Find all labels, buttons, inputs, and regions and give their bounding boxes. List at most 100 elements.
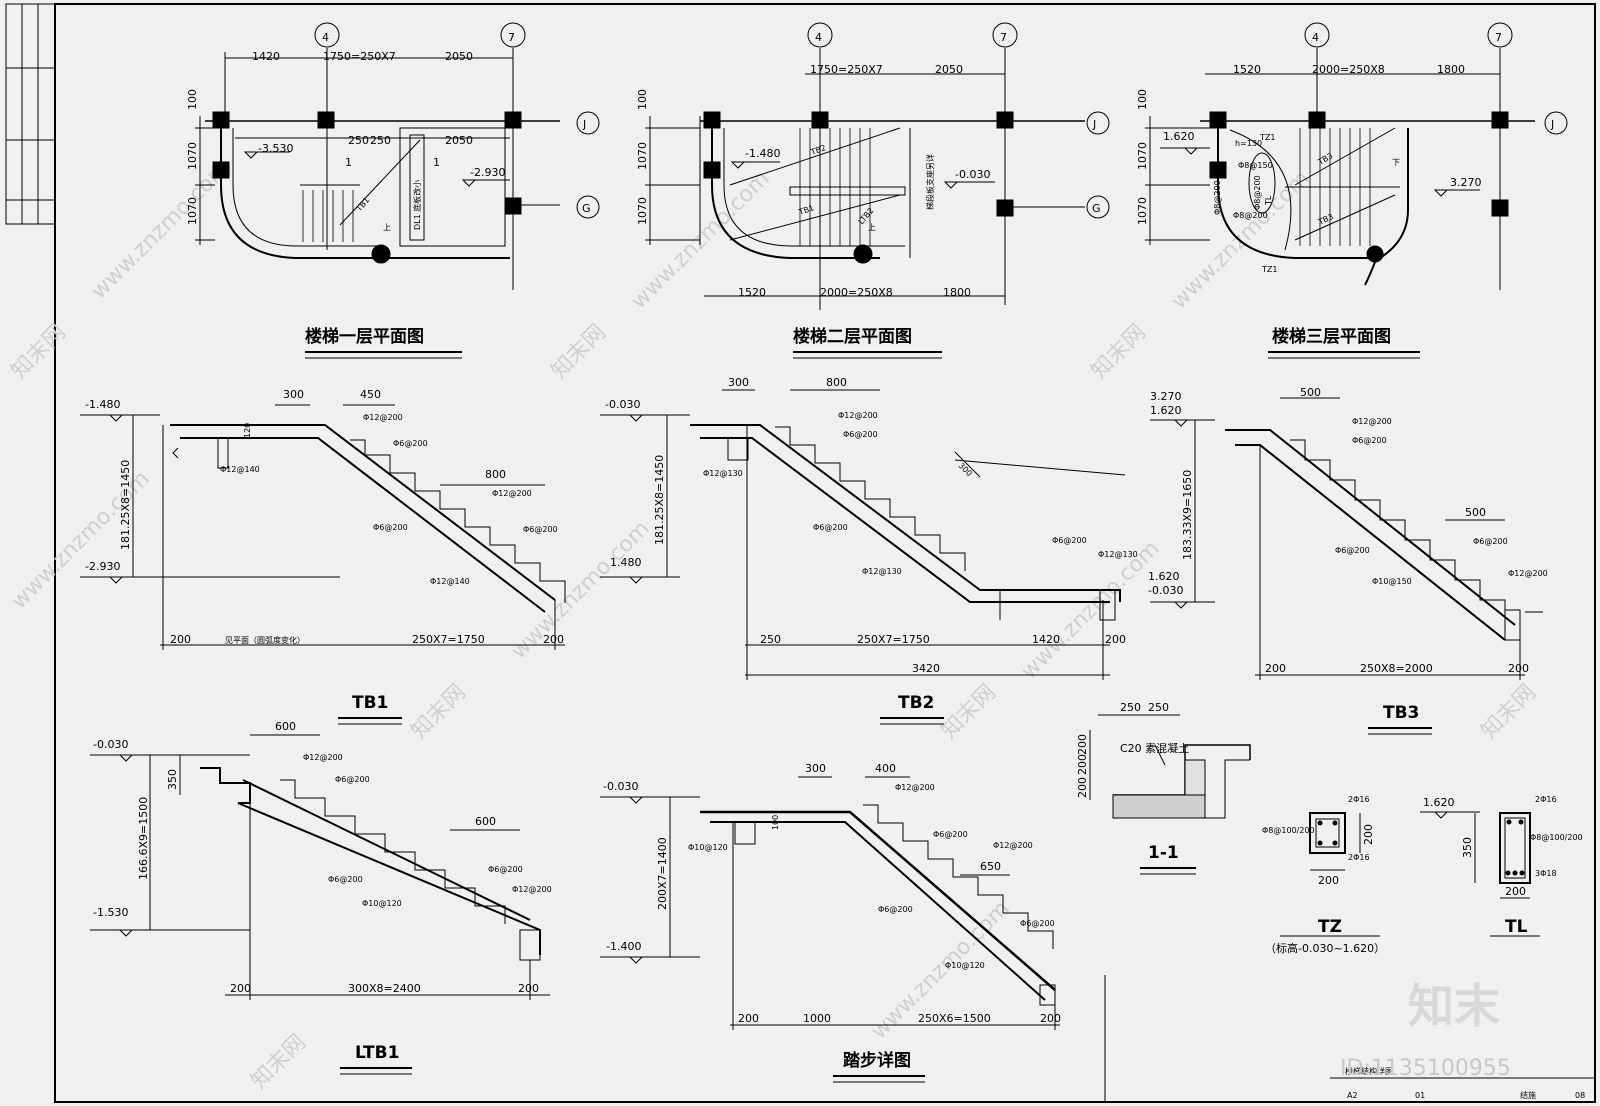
dim-label: 1070 xyxy=(1136,197,1149,225)
watermark-brand: 知末网 xyxy=(1087,320,1151,384)
section-title: TB1 xyxy=(352,693,388,713)
watermark-id: ID:1135100955 xyxy=(1340,1056,1511,1081)
dim-label: 200 xyxy=(1105,633,1126,646)
dim-label: 400 xyxy=(875,762,896,775)
member-label: TL xyxy=(1264,195,1273,206)
rebar-label: Φ8@200 xyxy=(1213,180,1222,215)
axis-4-label: 4 xyxy=(815,31,822,44)
dim-label: 350 xyxy=(166,769,179,790)
watermark-site: www.znzmo.com xyxy=(87,156,235,304)
sheet-frame xyxy=(5,3,1596,1103)
detail-tz xyxy=(1309,812,1361,871)
dim-label: 2000=250X8 xyxy=(1312,63,1385,76)
rebar-label: Φ12@200 xyxy=(838,411,878,420)
axis-g-label: G xyxy=(1092,202,1101,215)
sheet-size: A2 xyxy=(1347,1091,1358,1100)
dim-label: 200 xyxy=(738,1012,759,1025)
rebar-label: Φ6@200 xyxy=(1335,546,1370,555)
rebar-label: 3Φ18 xyxy=(1535,869,1557,878)
rebar-label: Φ6@200 xyxy=(813,523,848,532)
level-label: -0.030 xyxy=(955,168,990,181)
dim-label: 200 xyxy=(1318,874,1339,887)
rebar-label: Φ12@200 xyxy=(895,783,935,792)
dim-label: 1000 xyxy=(803,1012,831,1025)
level-label: 1.620 xyxy=(1163,130,1195,143)
axis-4-label: 4 xyxy=(322,31,329,44)
concrete-note: C20 素混凝土 xyxy=(1120,741,1189,755)
rebar-label: Φ12@200 xyxy=(1508,569,1548,578)
dim-label: 200 xyxy=(1076,754,1089,775)
dim-label: 1070 xyxy=(186,197,199,225)
detail-title: 1-1 xyxy=(1148,843,1179,863)
rebar-label: Φ12@130 xyxy=(1098,550,1138,559)
dim-label: 2050 xyxy=(445,134,473,147)
dim-label: 600 xyxy=(275,720,296,733)
dim-label: 200 xyxy=(170,633,191,646)
level-label: -1.530 xyxy=(93,906,128,919)
level-label: -1.400 xyxy=(606,940,641,953)
section-title: 踏步详图 xyxy=(843,1050,911,1071)
level-label: -0.030 xyxy=(603,780,638,793)
dim-label: 250 xyxy=(370,134,391,147)
dim-label: 1520 xyxy=(1233,63,1261,76)
direction-label: 上 xyxy=(868,223,876,232)
slope-label: 1 xyxy=(345,156,352,169)
total-dim: 3420 xyxy=(912,662,940,675)
rebar-label: Φ6@200 xyxy=(488,865,523,874)
dim-label: 300 xyxy=(283,388,304,401)
rebar-label: Φ12@140 xyxy=(430,577,470,586)
member-label: TB3 xyxy=(1316,212,1335,227)
dim-label: 450 xyxy=(360,388,381,401)
dim-label: 120 xyxy=(243,423,252,438)
dim-label: 200 xyxy=(1508,662,1529,675)
detail-tl-text: 1.620 2Φ16 3Φ18 Φ8@100/200 350 200 TL xyxy=(1423,795,1583,937)
member-label: TZ1 xyxy=(1259,133,1275,142)
section-tread xyxy=(600,776,1060,1030)
detail-1-1-text: 250 250 200 200 200 C20 素混凝土 1-1 xyxy=(1076,701,1196,875)
axis-j-label: J xyxy=(1092,118,1096,131)
height-dim: 181.25X8=1450 xyxy=(119,460,132,550)
rebar-label: Φ6@200 xyxy=(843,430,878,439)
rebar-label: Φ6@200 xyxy=(1352,436,1387,445)
stirrup-label: Φ8@100/200 xyxy=(1530,833,1583,842)
dim-label: 100 xyxy=(1136,89,1149,110)
section-tb3-text: 3.270 1.620 1.620 -0.030 183.33X9=1650 5… xyxy=(1148,386,1548,735)
watermark-brand: 知末网 xyxy=(7,320,71,384)
dim-label: 800 xyxy=(826,376,847,389)
dim-label: 250X7=1750 xyxy=(412,633,485,646)
plan-floor3-text: 4 7 J 1520 2000=250X8 1800 100 1070 1070… xyxy=(1136,22,1568,359)
watermark-logo: 知末 xyxy=(1408,979,1500,1033)
member-label: h=130 xyxy=(1235,139,1262,148)
rebar-label: Φ10@120 xyxy=(945,961,985,970)
detail-tl xyxy=(1420,811,1531,899)
dim-label: 1070 xyxy=(1136,142,1149,170)
dim-label: 2050 xyxy=(445,50,473,63)
section-title: TB3 xyxy=(1383,703,1419,723)
section-ltb1-text: -0.030 -1.530 166.6X9=1500 350 600 600 2… xyxy=(93,720,552,1075)
level-label: 1.480 xyxy=(610,556,642,569)
rebar-label: Φ6@200 xyxy=(335,775,370,784)
dim-label: 250 xyxy=(760,633,781,646)
section-tb1-text: -1.480 -2.930 181.25X8=1450 300 450 800 … xyxy=(85,388,564,725)
axis-j-label: J xyxy=(1550,118,1554,131)
dim-label: 200 xyxy=(1505,885,1526,898)
watermark-site: www.znzmo.com xyxy=(507,516,655,664)
dim-label: 250X8=2000 xyxy=(1360,662,1433,675)
plan-floor1-text: 4 7 J G 1420 1750=250X7 2050 250 250 205… xyxy=(186,22,600,359)
rebar-label: Φ12@140 xyxy=(220,465,260,474)
drawing-name: 楼梯结构详图 xyxy=(1345,1066,1393,1076)
rebar-label: Φ6@200 xyxy=(328,875,363,884)
height-dim: 183.33X9=1650 xyxy=(1181,470,1194,560)
dim-label: 200 xyxy=(1076,777,1089,798)
plan-floor2-text: 4 7 J G 1750=250X7 2050 100 1070 1070 15… xyxy=(636,22,1110,359)
level-label: -0.030 xyxy=(93,738,128,751)
section-title: LTB1 xyxy=(355,1043,399,1063)
rebar-label: Φ12@130 xyxy=(862,567,902,576)
dim-label: 200 xyxy=(230,982,251,995)
axis-7-label: 7 xyxy=(1000,31,1007,44)
sheet-no: 01 xyxy=(1415,1091,1425,1100)
member-label: TB1 xyxy=(797,203,816,217)
level-label: -2.930 xyxy=(85,560,120,573)
dim-label: 500 xyxy=(1300,386,1321,399)
